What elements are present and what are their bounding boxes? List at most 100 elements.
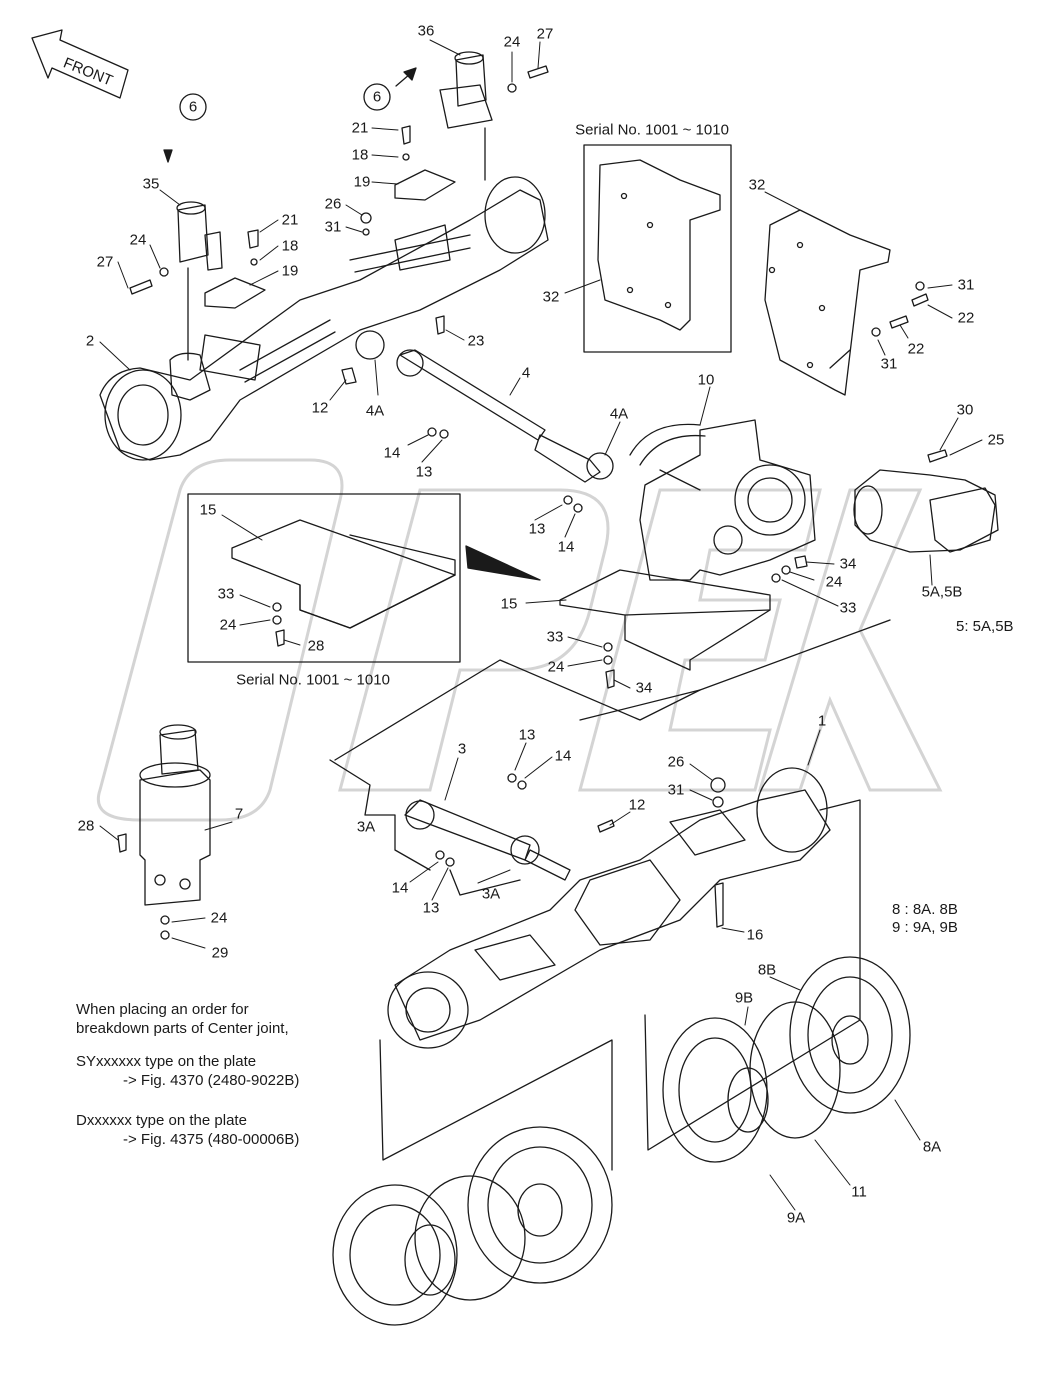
part-label: 36: [417, 22, 435, 40]
part-label: 34: [839, 555, 857, 573]
part-label: 15: [500, 595, 518, 613]
guard-15: [559, 569, 771, 671]
part-label: 4A: [609, 405, 629, 423]
part-label: 31: [667, 781, 685, 799]
part-label: 5A,5B: [921, 583, 963, 601]
part-label: 24: [210, 909, 228, 927]
part-label: 29: [211, 944, 229, 962]
part-label: 19: [281, 262, 299, 280]
drive-shaft-4: [396, 349, 614, 483]
circled-ref-6-left-icon: [179, 93, 207, 121]
legend-nine: 9 : 9A, 9B: [892, 919, 958, 936]
part-label: 31: [957, 276, 975, 294]
part-label: 14: [391, 879, 409, 897]
wheel-set-left: [332, 1126, 613, 1326]
serial-box-upper-label: Serial No. 1001 ~ 1010: [575, 121, 729, 139]
part-label: 4A: [365, 402, 385, 420]
part-label: 25: [987, 431, 1005, 449]
part-label: 31: [324, 218, 342, 236]
center-joint-7: [139, 724, 211, 906]
part-label: 12: [311, 399, 329, 417]
part-label: 34: [635, 679, 653, 697]
part-label: 27: [536, 25, 554, 43]
note-line-6: -> Fig. 4375 (480-00006B): [123, 1131, 300, 1148]
part-label: 26: [667, 753, 685, 771]
part-label: 31: [880, 355, 898, 373]
part-label: 35: [142, 175, 160, 193]
part-label: 13: [422, 899, 440, 917]
note-line-2: breakdown parts of Center joint,: [76, 1020, 289, 1037]
circled-ref-6-top-icon: [363, 83, 391, 111]
part-label: 26: [324, 195, 342, 213]
part-label: 22: [957, 309, 975, 327]
valve-35: [176, 201, 223, 361]
part-label: 19: [353, 173, 371, 191]
part-label: 14: [383, 444, 401, 462]
plate-19-top: [394, 169, 456, 201]
part-label: 15: [199, 501, 217, 519]
part-label: 18: [351, 146, 369, 164]
part-label: 1: [817, 712, 827, 730]
part-label: 33: [839, 599, 857, 617]
part-label: 13: [415, 463, 433, 481]
note-line-4: -> Fig. 4370 (2480-9022B): [123, 1072, 300, 1089]
drive-shaft-3: [404, 799, 571, 881]
serial-box-lower-label: Serial No. 1001 ~ 1010: [236, 671, 390, 689]
part-label: 13: [528, 520, 546, 538]
part-label: 9B: [734, 989, 754, 1007]
part-label: 9A: [786, 1209, 806, 1227]
part-label: 7: [234, 805, 244, 823]
part-label: 3A: [356, 818, 376, 836]
note-line-3: SYxxxxxx type on the plate: [76, 1053, 257, 1070]
part-label: 32: [542, 288, 560, 306]
note-line-1: When placing an order for: [76, 1001, 249, 1018]
part-label: 13: [518, 726, 536, 744]
part-label: 28: [307, 637, 325, 655]
part-label: 18: [281, 237, 299, 255]
plate-19-left: [204, 277, 266, 309]
part-label: 3: [457, 740, 467, 758]
part-label: 27: [96, 253, 114, 271]
part-label: 21: [281, 211, 299, 229]
part-label: 8B: [757, 961, 777, 979]
note-line-5: Dxxxxxx type on the plate: [76, 1112, 247, 1129]
part-label: 23: [467, 332, 485, 350]
transmission-10: [629, 419, 816, 581]
part-label: 30: [956, 401, 974, 419]
part-label: 28: [77, 817, 95, 835]
part-label: 16: [746, 926, 764, 944]
wheel-set-right: [662, 956, 911, 1163]
part-label: 24: [129, 231, 147, 249]
part-label: 33: [217, 585, 235, 603]
part-label: 24: [503, 33, 521, 51]
part-label: 8A: [922, 1138, 942, 1156]
serial-box-lower-frame: [187, 493, 461, 663]
part-label: 12: [628, 796, 646, 814]
part-label: 22: [907, 340, 925, 358]
part-label: 3A: [481, 885, 501, 903]
part-label: 2: [85, 332, 95, 350]
front-axle-assembly: [99, 176, 549, 461]
legend-five: 5: 5A,5B: [956, 618, 1014, 635]
part-label: 24: [547, 658, 565, 676]
part-label: 24: [825, 573, 843, 591]
part-label: 21: [351, 119, 369, 137]
part-label: 14: [557, 538, 575, 556]
serial-box-upper-frame: [583, 144, 732, 353]
circled-ref-top: 6: [372, 88, 382, 106]
front-arrow-icon: [31, 29, 129, 99]
part-label: 14: [554, 747, 572, 765]
legend-eight: 8 : 8A. 8B: [892, 901, 958, 918]
pump-5: [853, 469, 999, 553]
valve-36: [439, 51, 493, 181]
part-label: 24: [219, 616, 237, 634]
part-label: 32: [748, 176, 766, 194]
rear-axle-1: [387, 767, 831, 1049]
circled-ref-left: 6: [188, 98, 198, 116]
part-label: 10: [697, 371, 715, 389]
part-label: 4: [521, 364, 531, 382]
part-label: 33: [546, 628, 564, 646]
part-label: 11: [851, 1183, 867, 1201]
